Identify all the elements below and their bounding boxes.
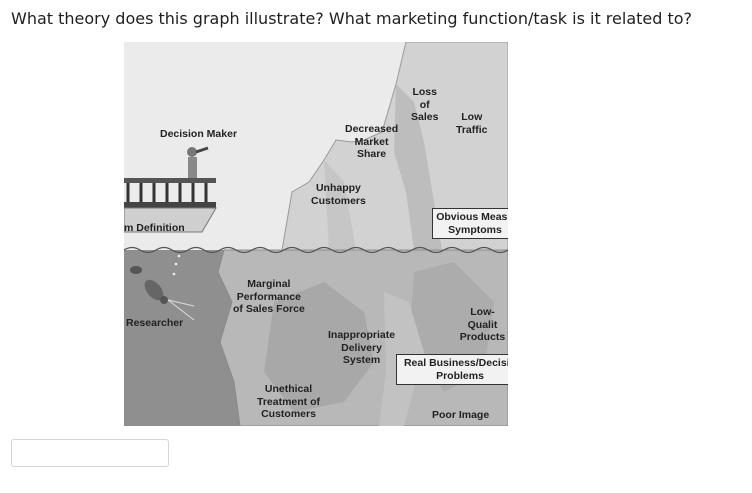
label-researcher: Researcher bbox=[126, 317, 184, 329]
question-text: What theory does this graph illustrate? … bbox=[11, 9, 693, 28]
label-real-business-problems: Real Business/Decisio Problems bbox=[396, 354, 508, 385]
label-low-quality-products: Low-Qualit Products bbox=[459, 306, 506, 343]
label-poor-image: Poor Image bbox=[432, 409, 490, 421]
label-decreased-market-share: Decreased Market Share bbox=[345, 123, 399, 160]
label-obvious-measurable-symptoms: Obvious Measu Symptoms bbox=[432, 208, 508, 239]
label-problem-definition: m Definition bbox=[124, 222, 185, 234]
researcher-diver-figure bbox=[130, 254, 195, 321]
label-marginal-performance: Marginal Performance of Sales Force bbox=[233, 278, 305, 315]
label-inappropriate-delivery-system: Inappropriate Delivery System bbox=[328, 329, 396, 366]
iceberg-illustration: Loss of Sales Low Traffic Decision Maker… bbox=[124, 42, 508, 426]
label-unhappy-customers: Unhappy Customers bbox=[311, 182, 366, 207]
ship-deck bbox=[124, 178, 217, 233]
label-decision-maker: Decision Maker bbox=[160, 128, 238, 140]
answer-input[interactable] bbox=[11, 439, 169, 467]
label-loss-of-sales: Loss of Sales bbox=[411, 86, 439, 123]
label-unethical-treatment: Unethical Treatment of Customers bbox=[257, 383, 321, 420]
label-low-traffic: Low Traffic bbox=[456, 111, 488, 136]
decision-maker-figure bbox=[187, 146, 209, 178]
